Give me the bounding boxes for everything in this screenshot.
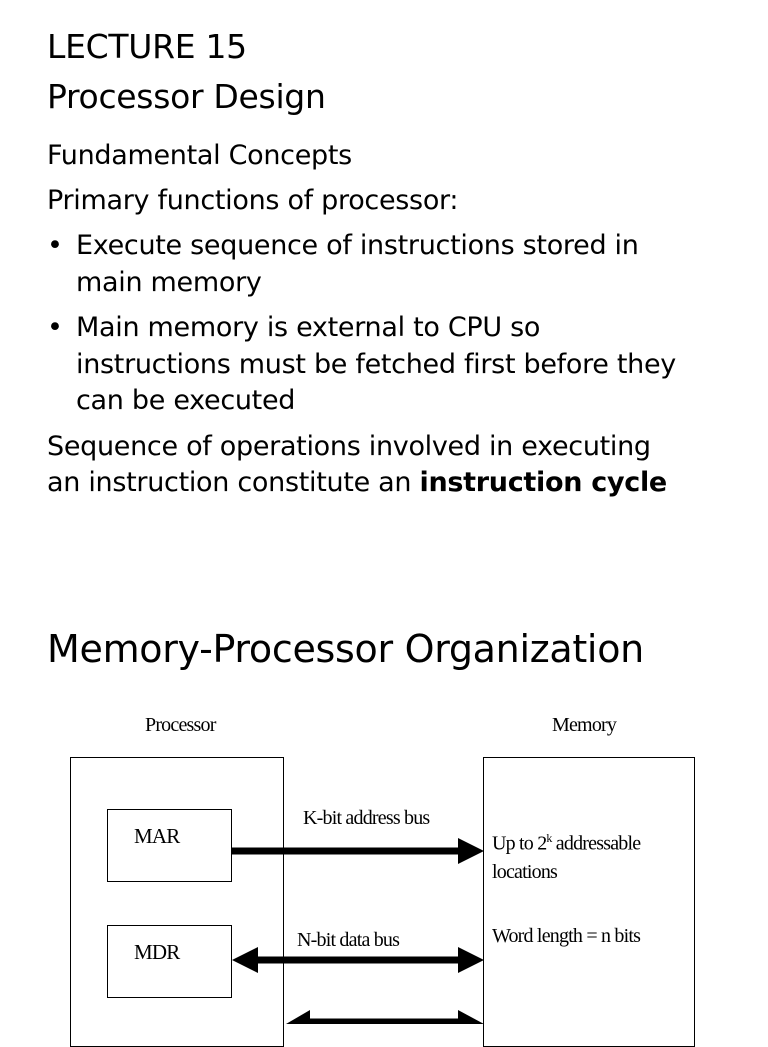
mdr-register bbox=[107, 925, 232, 998]
memory-capacity-prefix: Up to 2 bbox=[492, 832, 547, 855]
lecture-number: LECTURE 15 bbox=[47, 27, 247, 66]
address-bus-arrow bbox=[232, 838, 484, 864]
address-bus-label: K-bit address bus bbox=[303, 807, 430, 829]
mar-label: MAR bbox=[134, 824, 180, 848]
bullet-1-line-2: main memory bbox=[76, 267, 262, 298]
data-bus-label: N-bit data bus bbox=[297, 929, 400, 951]
data-bus-arrow bbox=[232, 947, 484, 973]
bullet-2-line-2: instructions must be fetched first befor… bbox=[76, 349, 676, 380]
memory-capacity-exponent: k bbox=[546, 831, 552, 845]
memory-locations-text: locations bbox=[492, 861, 558, 883]
slide-2-title: Memory-Processor Organization bbox=[47, 627, 644, 671]
memory-box bbox=[483, 757, 695, 1047]
subheading: Fundamental Concepts bbox=[47, 140, 352, 171]
memory-capacity-suffix: addressable bbox=[551, 832, 641, 855]
intro-text: Primary functions of processor: bbox=[47, 185, 459, 216]
closing-line-2: an instruction constitute an instruction… bbox=[47, 469, 667, 496]
processor-box bbox=[70, 757, 284, 1047]
instruction-cycle-term: instruction cycle bbox=[419, 467, 668, 498]
closing-line-1: Sequence of operations involved in execu… bbox=[47, 431, 651, 462]
closing-line-2-text: an instruction constitute an bbox=[47, 467, 420, 498]
lecture-title: Processor Design bbox=[47, 77, 326, 116]
control-bus-arrow bbox=[286, 1010, 484, 1024]
mdr-label: MDR bbox=[134, 940, 180, 964]
bullet-1-line-1: Execute sequence of instructions stored … bbox=[76, 230, 639, 261]
bullet-2-line-1: Main memory is external to CPU so bbox=[76, 312, 541, 343]
processor-label: Processor bbox=[145, 714, 216, 736]
mar-register bbox=[107, 809, 232, 882]
memory-label: Memory bbox=[552, 714, 617, 736]
bullet-dot-icon: • bbox=[47, 312, 63, 343]
bullet-2-line-3: can be executed bbox=[76, 385, 296, 416]
bullet-dot-icon: • bbox=[47, 230, 63, 261]
bus-arrows bbox=[232, 838, 484, 1024]
memory-capacity-text: Up to 2k addressable bbox=[492, 831, 641, 856]
word-length-text: Word length = n bits bbox=[492, 925, 641, 947]
